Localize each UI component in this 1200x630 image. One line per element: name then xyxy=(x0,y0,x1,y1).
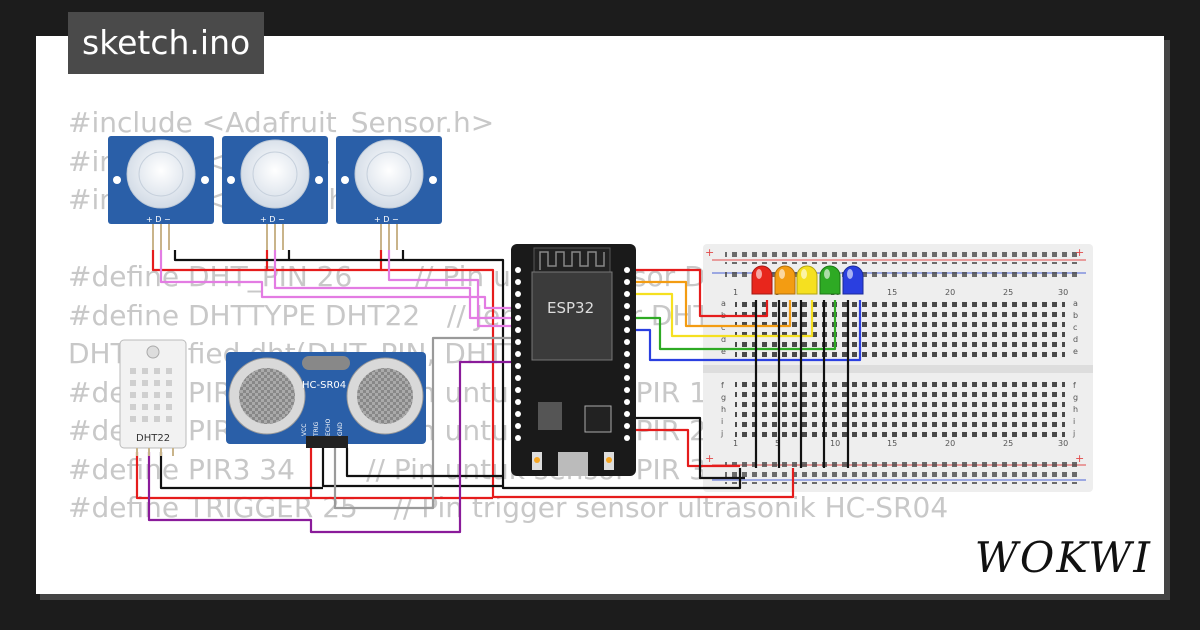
pir-pin-label: + D − xyxy=(374,215,399,224)
hc-sr04-label: HC-SR04 xyxy=(302,380,346,391)
bb-row-label: g xyxy=(721,393,726,402)
led-yellow[interactable] xyxy=(796,265,818,295)
bb-row-label: i xyxy=(721,417,723,426)
sketch-filename-tag: sketch.ino xyxy=(68,12,265,74)
bb-col-label: 1 xyxy=(733,288,738,297)
code-line: #include <Adafruit_Sensor.h> xyxy=(68,106,495,139)
led-green[interactable] xyxy=(819,265,841,295)
bb-row-label: f xyxy=(721,381,724,390)
bb-col-label: 5 xyxy=(775,439,780,448)
bb-row-label: a xyxy=(1073,299,1078,308)
bb-row-label: f xyxy=(1073,381,1076,390)
bb-col-label: 20 xyxy=(945,439,955,448)
dht22-sensor[interactable]: DHT22 xyxy=(119,339,187,456)
bb-row-label: c xyxy=(1073,323,1077,332)
pin-gnd-label: GND xyxy=(337,422,344,436)
bb-row-label: j xyxy=(720,429,723,438)
pin-vcc-label: VCC xyxy=(301,424,308,436)
pir-sensor-1[interactable]: + D − xyxy=(108,136,214,224)
bb-row-label: d xyxy=(1073,335,1078,344)
hc-sr04-sensor[interactable]: HC-SR04 VCC TRIG ECHO GND xyxy=(226,352,426,448)
bb-row-label: h xyxy=(1073,405,1078,414)
pir-pin-label: + D − xyxy=(260,215,285,224)
bb-col-label: 10 xyxy=(830,439,840,448)
bb-row-label: d xyxy=(721,335,726,344)
bb-row-label: a xyxy=(721,299,726,308)
bb-row-label: g xyxy=(1073,393,1078,402)
esp32-board[interactable]: ESP32 xyxy=(511,244,636,476)
led-orange[interactable] xyxy=(774,265,796,295)
pin-trig-label: TRIG xyxy=(313,421,320,437)
wires xyxy=(135,250,862,534)
svg-text:+: + xyxy=(705,452,714,465)
bb-row-label: b xyxy=(1073,311,1078,320)
wokwi-logo: WOKWI xyxy=(974,533,1152,582)
pin-echo-label: ECHO xyxy=(325,419,332,436)
led-red[interactable] xyxy=(751,265,773,295)
svg-text:+: + xyxy=(1075,452,1084,465)
pir-sensor-2[interactable]: + D − xyxy=(222,136,328,224)
bb-row-label: h xyxy=(721,405,726,414)
svg-text:+: + xyxy=(705,246,714,259)
pir-pin-label: + D − xyxy=(146,215,171,224)
dht22-label: DHT22 xyxy=(136,433,170,444)
bb-row-label: c xyxy=(721,323,725,332)
led-blue[interactable] xyxy=(842,265,864,295)
bb-row-label: e xyxy=(1073,347,1078,356)
bb-col-label: 25 xyxy=(1003,439,1013,448)
bb-col-label: 25 xyxy=(1003,288,1013,297)
pir-legs xyxy=(152,224,398,250)
pir-sensor-3[interactable]: + D − xyxy=(336,136,442,224)
bb-col-label: 30 xyxy=(1058,288,1068,297)
bb-row-label: e xyxy=(721,347,726,356)
bb-col-label: 20 xyxy=(945,288,955,297)
svg-text:+: + xyxy=(1075,246,1084,259)
bb-col-label: 1 xyxy=(733,439,738,448)
esp32-label: ESP32 xyxy=(547,299,594,317)
bb-col-label: 15 xyxy=(887,288,897,297)
bb-col-label: 30 xyxy=(1058,439,1068,448)
bb-row-label: j xyxy=(1072,429,1075,438)
bb-col-label: 15 xyxy=(887,439,897,448)
bb-row-label: i xyxy=(1073,417,1075,426)
